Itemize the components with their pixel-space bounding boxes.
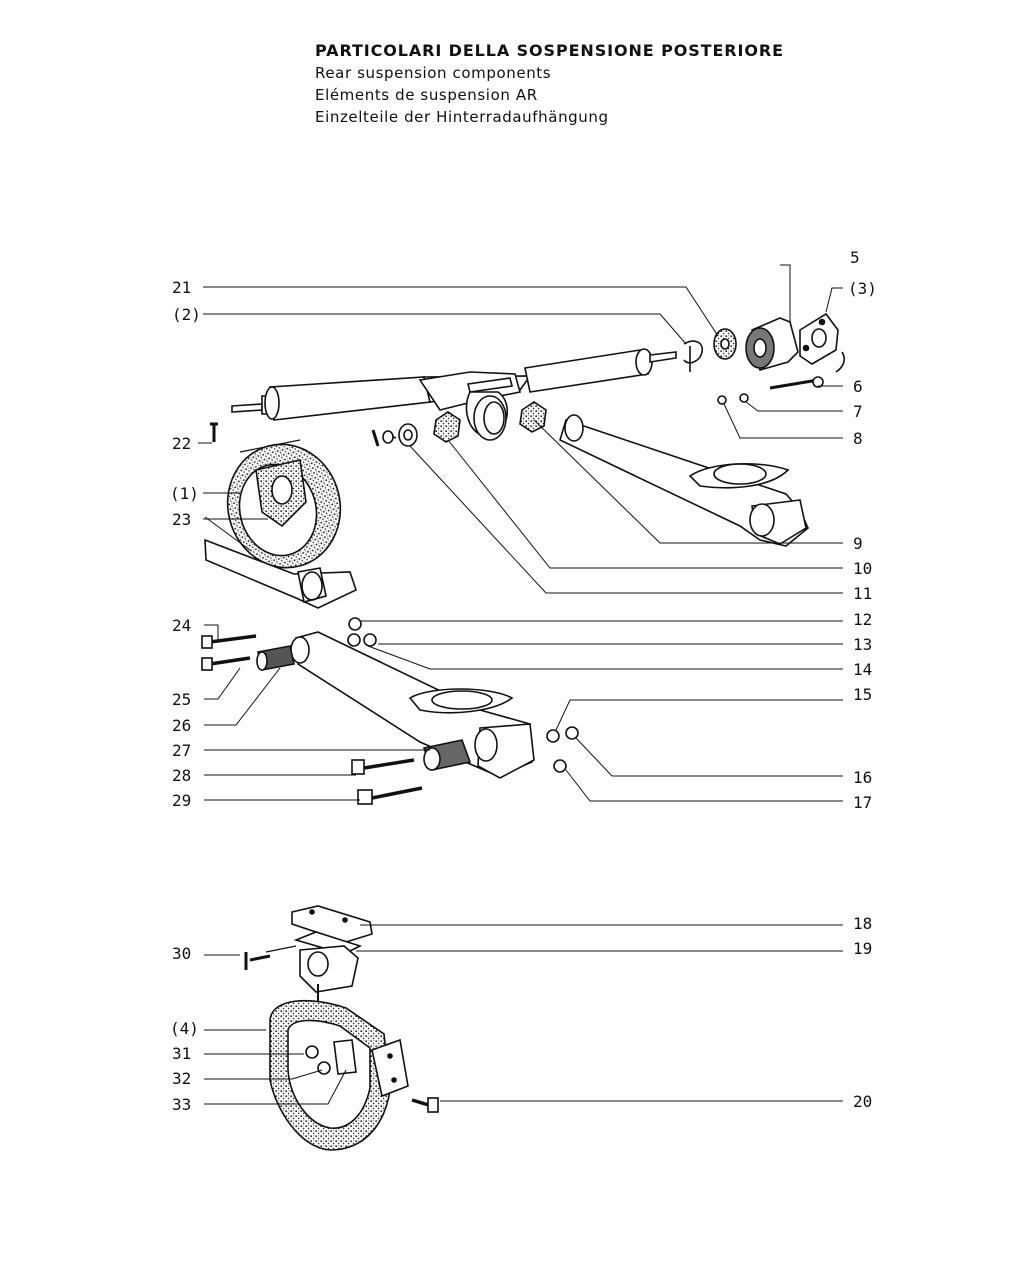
title-english: Rear suspension components bbox=[315, 64, 552, 82]
callout-5: 5 bbox=[850, 248, 860, 267]
callout-23: 23 bbox=[172, 510, 191, 529]
trailing-arm-lower bbox=[256, 631, 535, 779]
callout-15: 15 bbox=[853, 685, 872, 704]
callout-27: 27 bbox=[172, 741, 191, 760]
callout-2: (2) bbox=[172, 305, 201, 324]
callout-26: 26 bbox=[172, 716, 191, 735]
title-german: Einzelteile der Hinterradaufhängung bbox=[315, 108, 609, 126]
callout-11: 11 bbox=[853, 584, 872, 603]
callout-3: (3) bbox=[848, 279, 877, 298]
callout-33: 33 bbox=[172, 1095, 191, 1114]
callout-6: 6 bbox=[853, 377, 863, 396]
nuts bbox=[347, 617, 579, 773]
callout-10: 10 bbox=[853, 559, 872, 578]
callout-24: 24 bbox=[172, 616, 191, 635]
lower-mount-assembly bbox=[244, 905, 439, 1151]
title-french: Eléments de suspension AR bbox=[315, 86, 538, 104]
callout-8: 8 bbox=[853, 429, 863, 448]
callout-29: 29 bbox=[172, 791, 191, 810]
callout-19: 19 bbox=[853, 939, 872, 958]
rubber-ring bbox=[226, 439, 342, 569]
title-italian: PARTICOLARI DELLA SOSPENSIONE POSTERIORE bbox=[315, 41, 784, 60]
callout-14: 14 bbox=[853, 660, 872, 679]
cross-tube bbox=[231, 348, 677, 441]
callout-labels: 21 (2) 22 (1) 23 24 25 26 27 28 29 5 (3)… bbox=[170, 248, 877, 1114]
bolts bbox=[201, 634, 423, 805]
callout-21: 21 bbox=[172, 278, 191, 297]
trailing-arm-upper bbox=[204, 414, 809, 609]
callout-28: 28 bbox=[172, 766, 191, 785]
callout-25: 25 bbox=[172, 690, 191, 709]
leader-lines bbox=[198, 264, 843, 1105]
bushings bbox=[210, 401, 547, 447]
callout-30: 30 bbox=[172, 944, 191, 963]
callout-20: 20 bbox=[853, 1092, 872, 1111]
callout-12: 12 bbox=[853, 610, 872, 629]
parts-drawing bbox=[201, 312, 846, 1151]
callout-16: 16 bbox=[853, 768, 872, 787]
callout-7: 7 bbox=[853, 402, 863, 421]
mount-components bbox=[683, 312, 846, 405]
callout-31: 31 bbox=[172, 1044, 191, 1063]
callout-32: 32 bbox=[172, 1069, 191, 1088]
callout-4: (4) bbox=[170, 1019, 199, 1038]
callout-18: 18 bbox=[853, 914, 872, 933]
callout-22: 22 bbox=[172, 434, 191, 453]
callout-17: 17 bbox=[853, 793, 872, 812]
callout-1: (1) bbox=[170, 484, 199, 503]
title-block: PARTICOLARI DELLA SOSPENSIONE POSTERIORE… bbox=[315, 40, 784, 128]
callout-13: 13 bbox=[853, 635, 872, 654]
callout-9: 9 bbox=[853, 534, 863, 553]
